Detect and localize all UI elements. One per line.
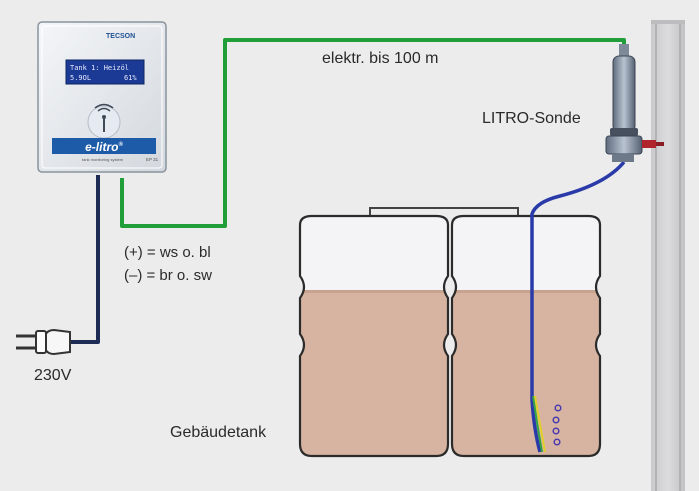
wall (651, 20, 685, 491)
tank-left (298, 214, 450, 458)
display-line-2-right: 61% (124, 74, 137, 82)
probe-wire-yellow (534, 395, 546, 453)
voltage-label: 230V (34, 367, 72, 384)
litro-probe (605, 44, 664, 162)
e-litro-device: TECSON Tank 1: Heizöl 5.9OL 61% e-litro®… (37, 21, 167, 173)
device-brand: TECSON (106, 33, 135, 40)
wireless-antenna-icon (87, 103, 121, 139)
tank-right (450, 214, 602, 458)
display-line-2: 5.9OL (70, 74, 91, 82)
product-name: e-litro® (85, 140, 123, 154)
wire-plus-label: (+) = ws o. bl (124, 244, 211, 261)
tank-group (298, 214, 602, 458)
cable-length-label: elektr. bis 100 m (322, 50, 439, 67)
power-plug-icon (16, 328, 71, 356)
probe-wire-green (532, 395, 543, 453)
power-cable (70, 175, 100, 344)
probe-cable (530, 160, 626, 453)
tank-label: Gebäudetank (170, 424, 267, 441)
device-model: EP 31 (146, 157, 159, 162)
wire-minus-label: (–) = br o. sw (124, 267, 212, 284)
device-tagline: tank monitoring system (82, 157, 124, 162)
tank-connector (369, 207, 519, 216)
green-signal-cable (120, 38, 626, 228)
probe-label: LITRO-Sonde (482, 110, 581, 127)
display-line-1: Tank 1: Heizöl (70, 64, 129, 72)
device-display (65, 59, 145, 85)
probe-bubbles (552, 404, 562, 446)
